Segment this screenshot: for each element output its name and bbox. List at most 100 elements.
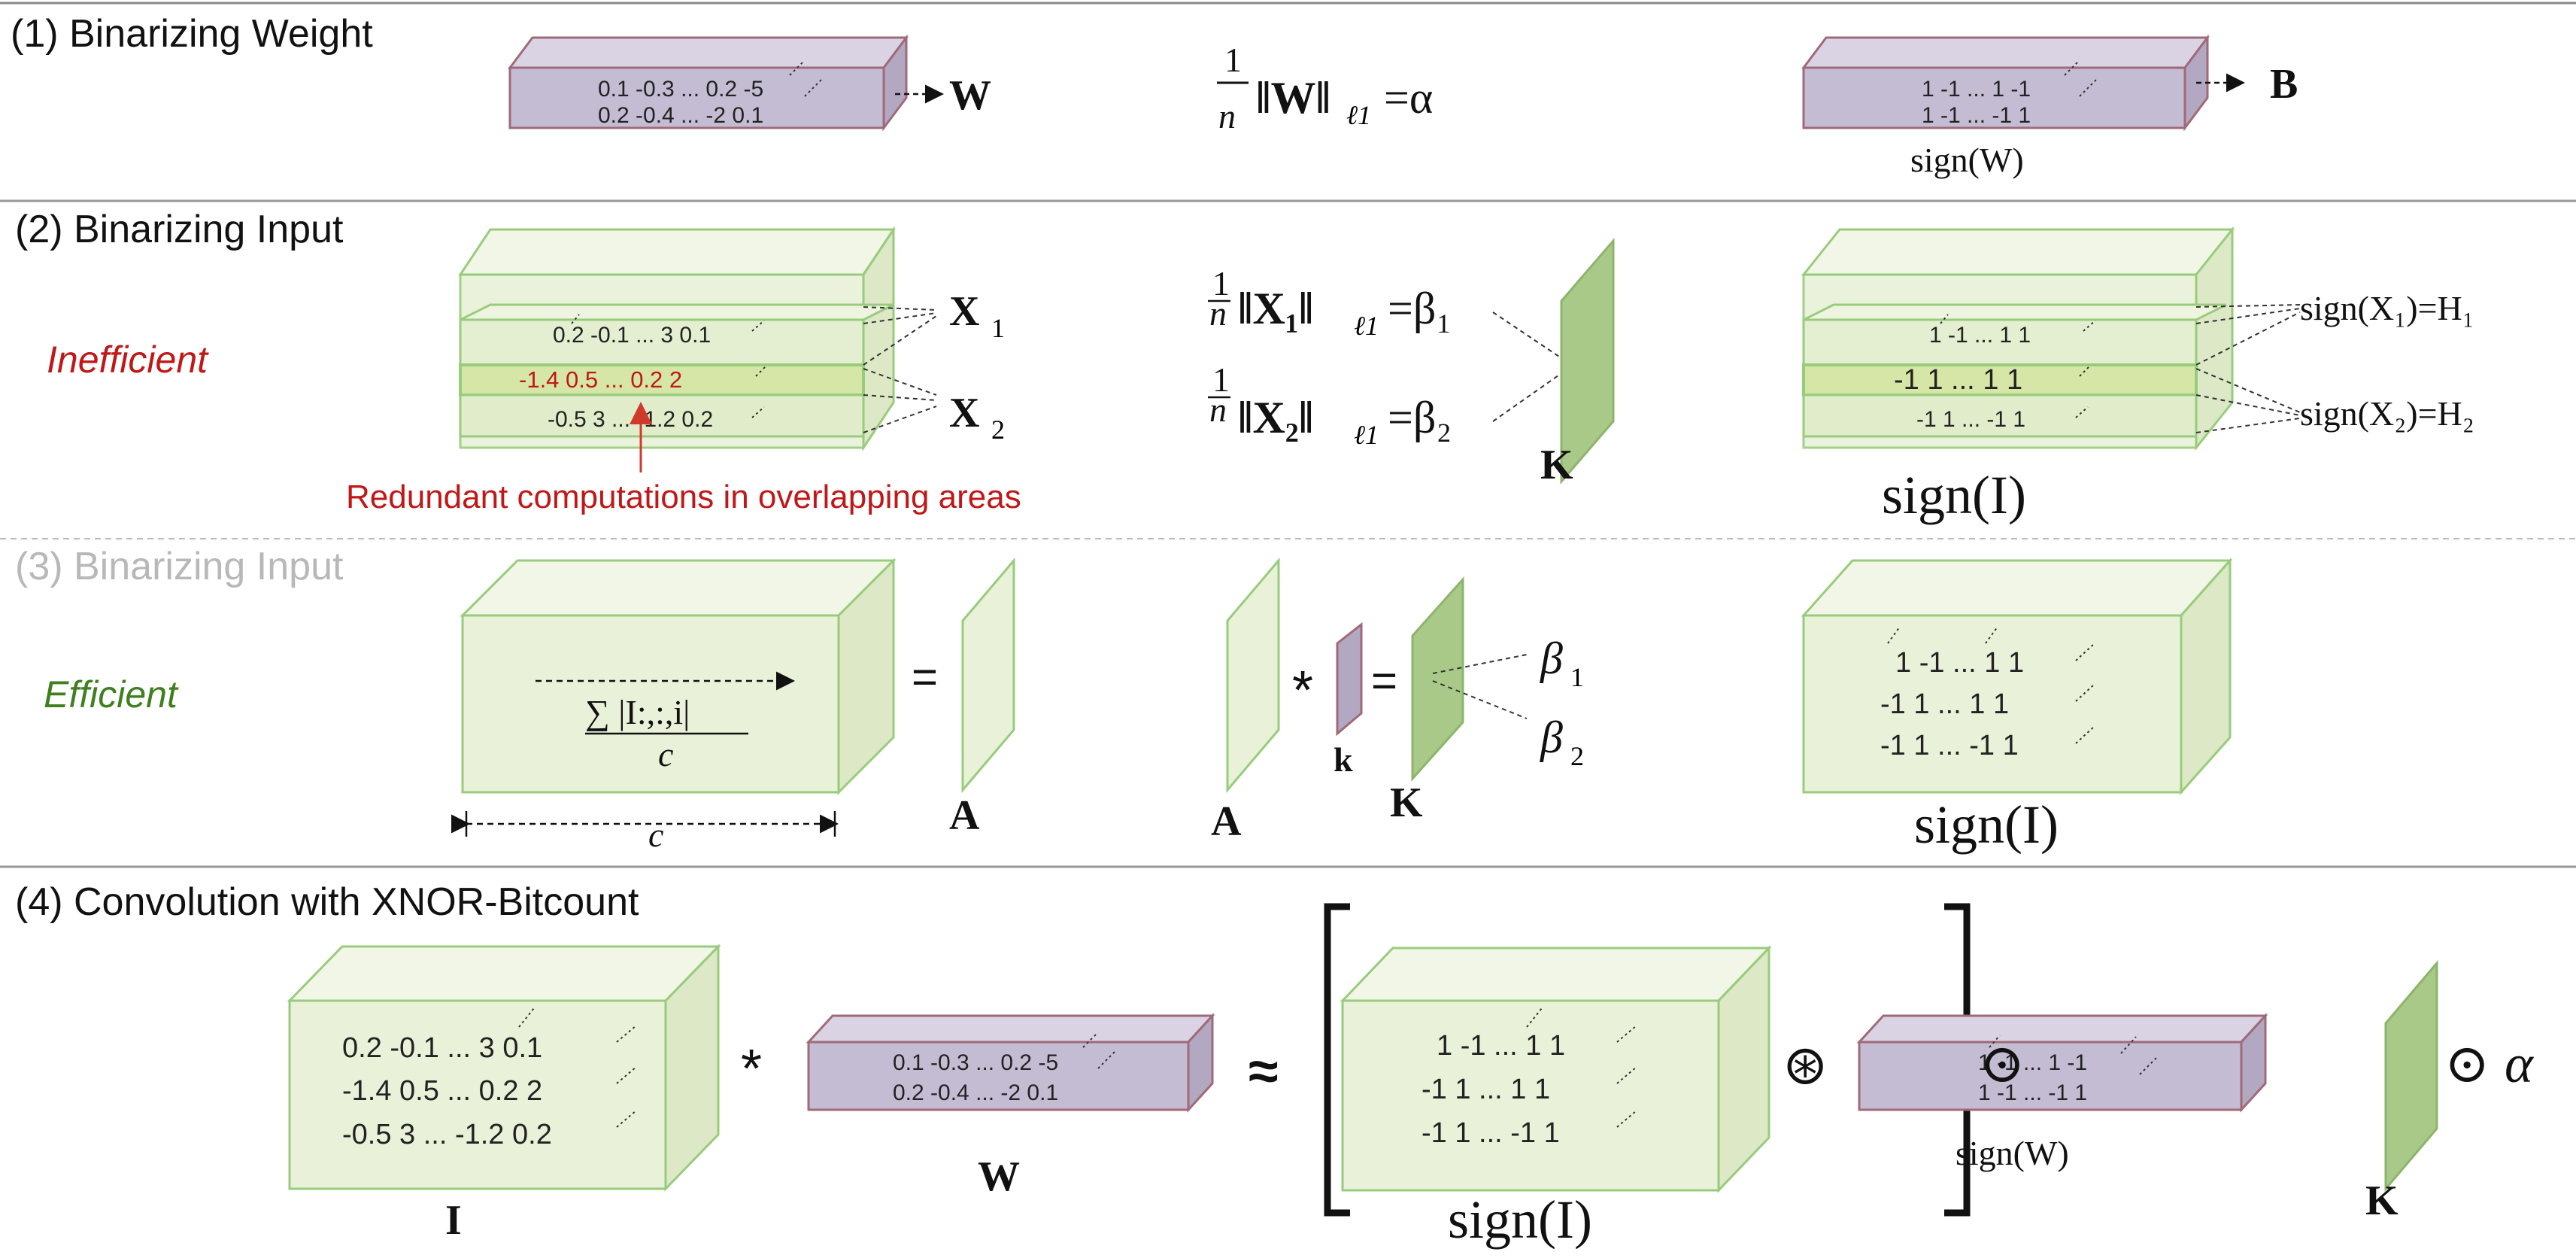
sign-block-W-4: 1 -1 ... 1 -1 1 -1 ... -1 1 (1856, 1013, 2268, 1113)
svg-text:X: X (949, 390, 979, 436)
equals-1: = (912, 652, 938, 702)
X-row-3: -0.5 3 ... -1.2 0.2 (548, 407, 713, 432)
section-2-title: (2) Binarizing Input (15, 208, 344, 251)
svg-text:=α: =α (1384, 73, 1433, 123)
odot-2: ⊙ (2444, 1034, 2490, 1094)
svg-text:1: 1 (991, 313, 1005, 343)
svg-text:=β₁: =β₁ (1388, 284, 1452, 333)
K-plane-3 (1411, 576, 1464, 782)
svg-text:c: c (648, 816, 663, 854)
label-sign-W-4: sign(W) (1956, 1134, 2069, 1172)
beta2-equation: 1 n ‖X₂‖ ℓ1 =β₂ (1208, 360, 1452, 450)
label-beta1-3: β 1 (1540, 634, 1584, 692)
SW-row-2: 1 -1 ... -1 1 (1978, 1080, 2087, 1105)
svg-text:2: 2 (1570, 741, 1584, 771)
svg-text:1: 1 (1224, 41, 1242, 79)
W-row-2: 0.2 -0.4 ... -2 0.1 (598, 103, 763, 128)
H-row-1: 1 -1 ... 1 1 (1929, 323, 2031, 348)
label-B: B (2270, 61, 2298, 108)
A-plane-2 (1226, 557, 1280, 794)
label-H1: sign(X₁)=H₁ (2300, 289, 2474, 327)
svg-text:‖X₁‖: ‖X₁‖ (1238, 284, 1313, 333)
svg-text:X: X (949, 288, 979, 335)
k-kernel (1336, 621, 1363, 737)
svg-text:β: β (1540, 713, 1563, 762)
svg-text:ℓ1: ℓ1 (1354, 311, 1379, 341)
leaders-beta-3 (1432, 654, 1528, 719)
H-row-2: -1 1 ... 1 1 (1894, 364, 2022, 396)
I-row-1: 0.2 -0.1 ... 3 0.1 (342, 1032, 542, 1064)
xnor-conv-symbol: ⊛ (1783, 1035, 1828, 1095)
K-plane-2 (1560, 237, 1615, 485)
odot-1: ⊙ (1980, 1034, 2025, 1094)
label-inefficient: Inefficient (47, 339, 209, 381)
section-1-title: (1) Binarizing Weight (11, 12, 373, 56)
I-row-2: -1.4 0.5 ... 0.2 2 (342, 1075, 542, 1107)
label-sign-I-2: sign(I) (1882, 465, 2026, 525)
S3-row-2: -1 1 ... 1 1 (1880, 688, 2009, 720)
leaders-beta (1492, 311, 1567, 422)
sign-block-stacked: 1 -1 ... 1 1 -1 1 ... 1 1 -1 1 ... -1 1 (1801, 226, 2235, 451)
label-k: k (1334, 740, 1353, 779)
input-block-I: 0.2 -0.1 ... 3 0.1 -1.4 0.5 ... 0.2 2 -0… (287, 944, 721, 1192)
K-plane-4 (2384, 959, 2438, 1193)
S3-row-3: -1 1 ... -1 1 (1880, 730, 2019, 761)
svg-text:1: 1 (1570, 662, 1584, 692)
beta1-equation: 1 n ‖X₁‖ ℓ1 =β₁ (1208, 264, 1452, 341)
SW-row-1: 1 -1 ... 1 -1 (1978, 1050, 2087, 1075)
approx-sign: ≈ (1249, 1041, 1279, 1102)
label-W: W (949, 72, 991, 119)
svg-text:‖X₂‖: ‖X₂‖ (1238, 393, 1313, 442)
B-row-2: 1 -1 ... -1 1 (1922, 103, 2031, 128)
I-row-3: -0.5 3 ... -1.2 0.2 (342, 1119, 552, 1150)
label-X2: X 2 (949, 390, 1005, 445)
S3-row-1: 1 -1 ... 1 1 (1895, 647, 2024, 679)
svg-text:n: n (1209, 294, 1227, 333)
label-I: I (445, 1197, 462, 1244)
star-2: * (741, 1039, 762, 1099)
label-sign-I-4: sign(I) (1448, 1190, 1592, 1250)
SI-row-3: -1 1 ... -1 1 (1422, 1117, 1560, 1149)
svg-text:‖W‖: ‖W‖ (1256, 73, 1330, 123)
svg-text:2: 2 (991, 415, 1005, 445)
input-block-stacked: 0.2 -0.1 ... 3 0.1 -1.4 0.5 ... 0.2 2 -0… (458, 226, 896, 451)
svg-text:=β₂: =β₂ (1388, 393, 1452, 442)
section-3-title: (3) Binarizing Input (15, 545, 344, 588)
label-efficient: Efficient (44, 673, 179, 716)
label-W-4: W (978, 1153, 1020, 1200)
section-4-title: (4) Convolution with XNOR-Bitcount (15, 880, 639, 924)
binary-block-B: 1 -1 ... 1 -1 1 -1 ... -1 1 (1801, 34, 2210, 132)
mean-numerator: ∑ |I:,:,i| (585, 693, 690, 731)
sign-block-I-4: 1 -1 ... 1 1 -1 1 ... 1 1 -1 1 ... -1 1 (1340, 945, 1772, 1193)
label-K-4: K (2365, 1177, 2399, 1224)
A-plane-1 (961, 557, 1015, 794)
star-1: * (1292, 661, 1313, 721)
svg-text:ℓ1: ℓ1 (1354, 420, 1379, 450)
redundant-note: Redundant computations in overlapping ar… (346, 479, 1021, 515)
X-row-1: 0.2 -0.1 ... 3 0.1 (553, 323, 711, 348)
label-H2: sign(X₂)=H₂ (2300, 394, 2474, 433)
input-block-efficient: ∑ |I:,:,i| c (460, 558, 897, 795)
svg-text:n: n (1209, 390, 1227, 429)
bracket-left (1324, 903, 1350, 1217)
SI-row-1: 1 -1 ... 1 1 (1437, 1030, 1565, 1062)
W-row-1: 0.1 -0.3 ... 0.2 -5 (598, 77, 763, 102)
label-K-3: K (1390, 779, 1423, 826)
label-A-1: A (949, 792, 980, 839)
leaders-X (863, 306, 937, 433)
SI-row-2: -1 1 ... 1 1 (1422, 1074, 1550, 1105)
weight-block-W: 0.1 -0.3 ... 0.2 -5 0.2 -0.4 ... -2 0.1 (508, 34, 909, 132)
svg-text:n: n (1218, 97, 1236, 135)
alpha-equation: 1 n ‖W‖ ℓ1 =α (1217, 41, 1433, 135)
B-row-1: 1 -1 ... 1 -1 (1922, 77, 2031, 102)
X-row-2: -1.4 0.5 ... 0.2 2 (519, 366, 682, 393)
label-sign-W-1: sign(W) (1910, 141, 2024, 179)
mean-denominator: c (658, 735, 673, 773)
label-sign-I-3: sign(I) (1914, 795, 2059, 855)
equals-2: = (1371, 655, 1397, 706)
label-A-2: A (1211, 798, 1242, 845)
label-K-2: K (1540, 442, 1573, 488)
label-alpha: α (2505, 1034, 2534, 1094)
H-row-3: -1 1 ... -1 1 (1916, 407, 2025, 432)
